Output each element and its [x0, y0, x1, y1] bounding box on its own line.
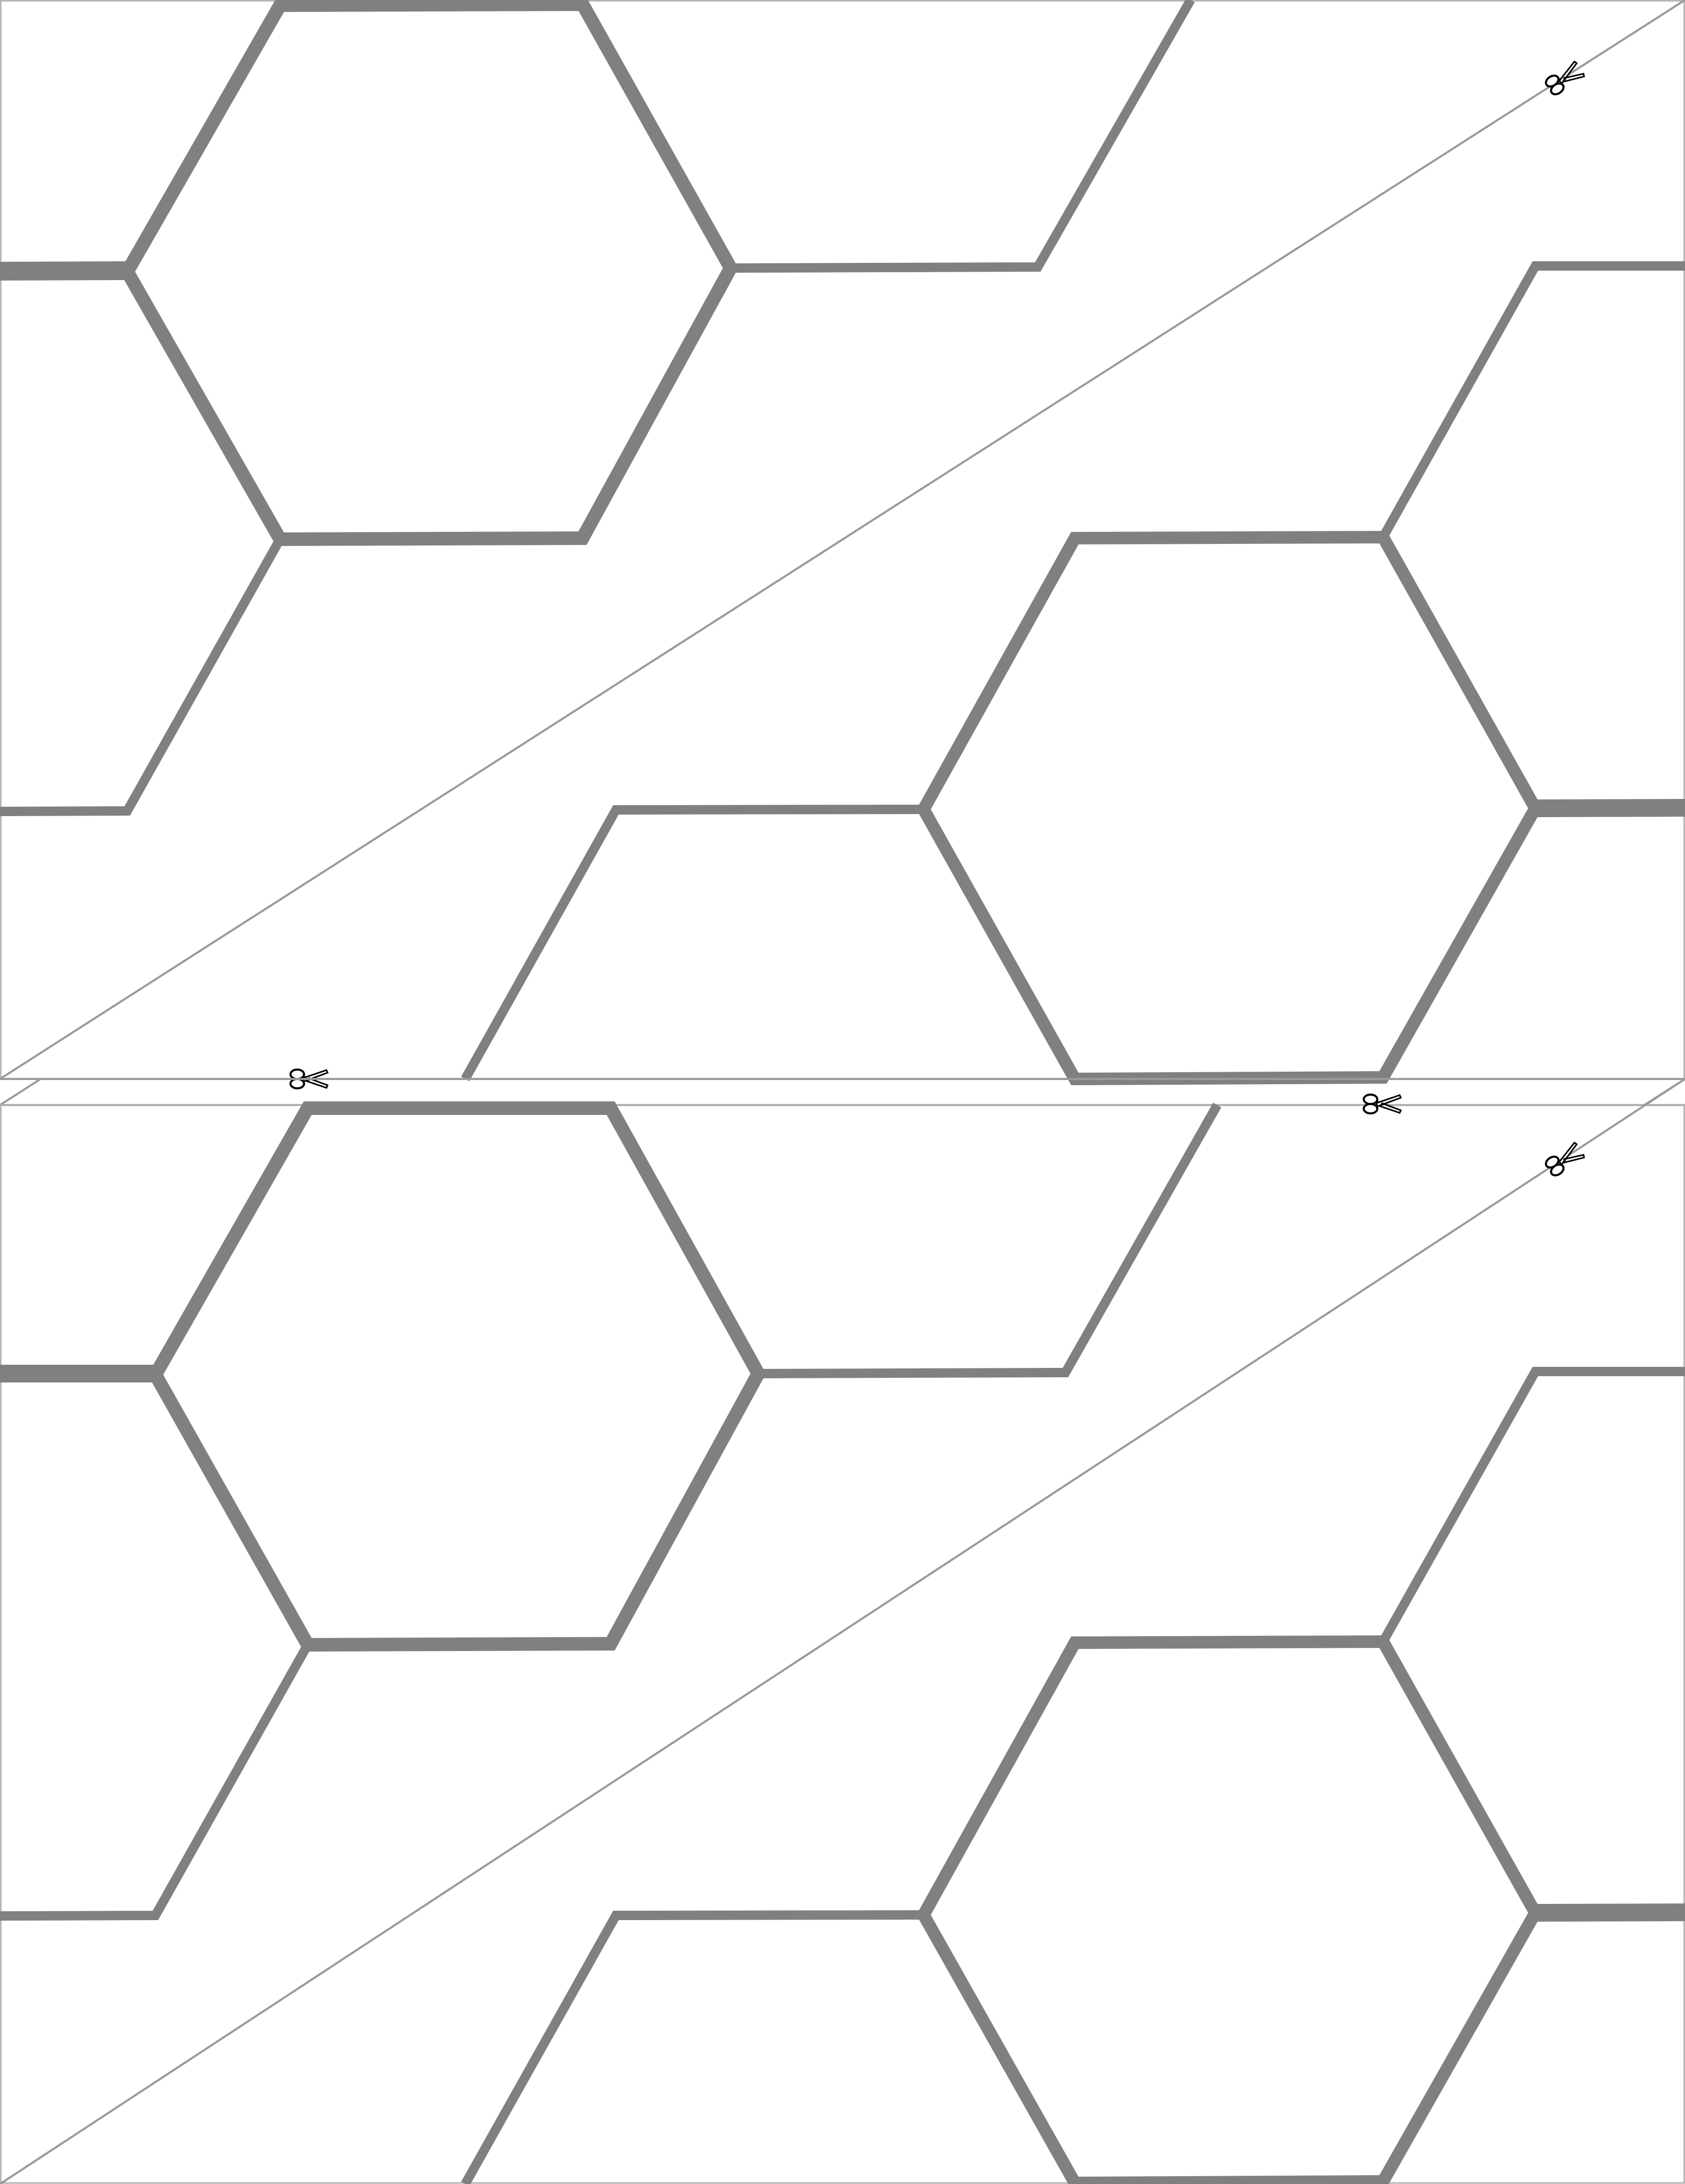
diagonal-cut-line — [0, 1078, 1685, 2184]
hexagon-outline — [461, 1910, 924, 2184]
hexagon-outline — [758, 1102, 1221, 1378]
hexagon-outline — [148, 1101, 766, 1652]
hexagon-outline — [461, 805, 924, 1082]
hexagon-outline — [1379, 261, 1685, 540]
hexagon-outline — [1535, 1903, 1685, 1922]
diagonal-cut-line — [0, 1078, 42, 1106]
template-panel-bottom — [0, 1078, 1685, 2184]
hexagon-outline — [119, 0, 738, 547]
hexagon-outline — [1379, 806, 1539, 1082]
scissors-icon — [1543, 1140, 1586, 1179]
hexagon-outline — [916, 1635, 1543, 2184]
hexagon-outline — [0, 537, 284, 816]
hexagon-outline — [1379, 1910, 1539, 2184]
hexagon-outline — [916, 530, 1543, 1086]
hexagon-outline — [730, 0, 1195, 273]
diagonal-cut-line — [0, 0, 1685, 1080]
hexagon-outline — [0, 1642, 312, 1921]
hexagon-outline — [1379, 1367, 1685, 1644]
panel-frame — [0, 1104, 1685, 2184]
scissors-icon — [1543, 59, 1586, 98]
template-panel-top — [0, 0, 1685, 1089]
